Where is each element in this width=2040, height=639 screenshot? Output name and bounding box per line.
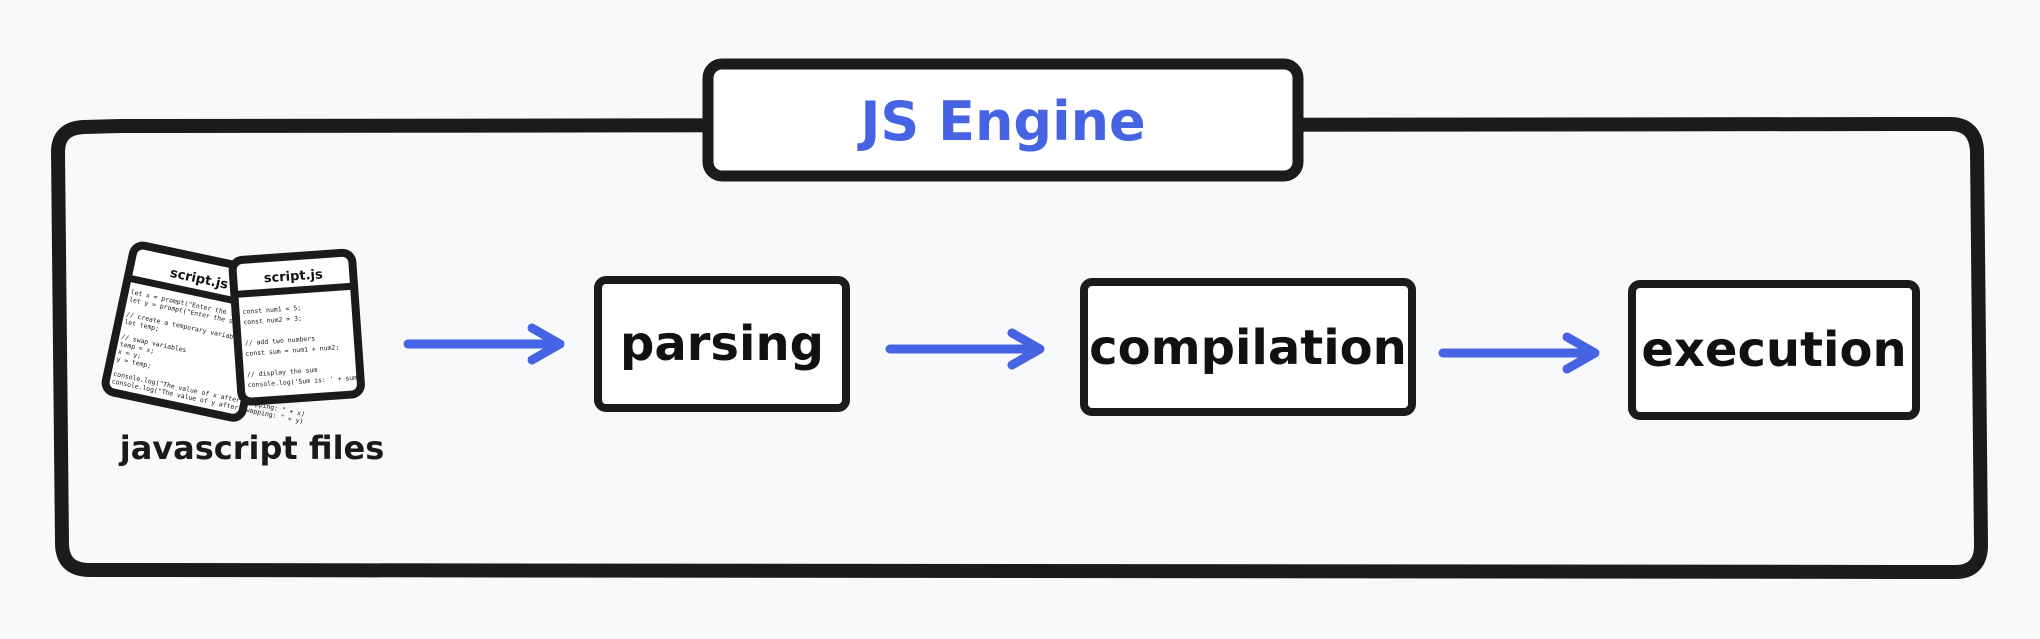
engine-title: JS Engine	[856, 90, 1145, 153]
step-label-execution: execution	[1641, 322, 1906, 378]
arrow-files-to-parsing	[403, 323, 565, 365]
step-box-compilation	[1080, 278, 1416, 416]
javascript-files-caption: javascript files	[118, 429, 385, 467]
engine-container	[51, 117, 1988, 579]
javascript-files-icon: script.js let x = prompt("Enter the firs…	[101, 241, 365, 426]
front-file-name: script.js	[263, 267, 323, 286]
step-label-parsing: parsing	[620, 316, 824, 372]
arrow-parsing-to-compilation	[885, 328, 1045, 370]
engine-title-box	[702, 58, 1304, 182]
step-box-execution	[1628, 280, 1920, 420]
step-box-parsing	[594, 276, 850, 412]
step-label-compilation: compilation	[1089, 320, 1407, 376]
arrow-compilation-to-execution	[1438, 332, 1600, 374]
front-script-file: script.js const num1 = 5;const num2 = 3;…	[228, 248, 365, 406]
